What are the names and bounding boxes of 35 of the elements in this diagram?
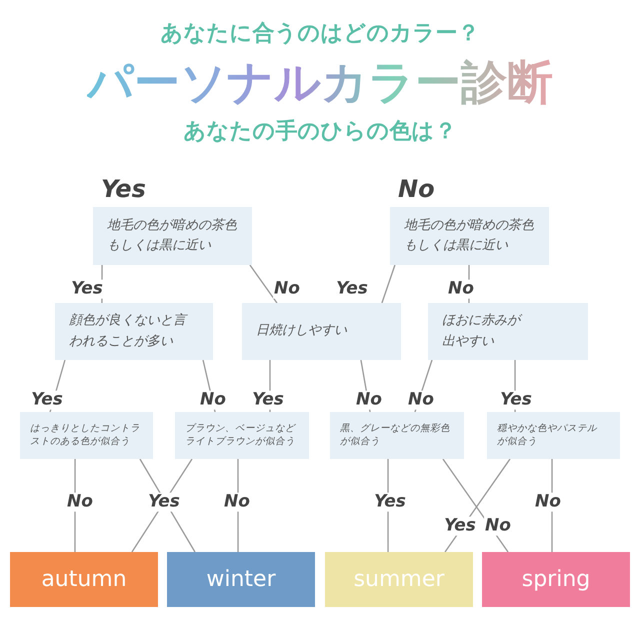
question-box: ブラウン、ベージュなどライトブラウンが似合う	[175, 412, 309, 459]
result-box: spring	[482, 552, 630, 607]
question-box: 地毛の色が暗めの茶色もしくは黒に近い	[93, 207, 252, 265]
question-box: ほおに赤みが出やすい	[428, 303, 588, 360]
result-box: summer	[325, 552, 473, 607]
edge-label: Yes	[147, 492, 181, 512]
answer-label: Yes	[101, 175, 146, 203]
question-box: 穏やかな色やパステルが似合う	[487, 412, 620, 459]
edge-label: Yes	[373, 492, 407, 512]
edge-label: No	[199, 390, 227, 410]
edge-label: Yes	[251, 390, 285, 410]
question-box: はっきりとしたコントラストのある色が似合う	[20, 412, 153, 459]
question-box: 顔色が良くないと言われることが多い	[55, 303, 213, 360]
edge-label: No	[534, 492, 562, 512]
edge-label: Yes	[30, 390, 64, 410]
answer-label: No	[398, 175, 435, 203]
subtitle: あなたに合うのはどのカラー？	[160, 20, 480, 48]
question-text: あなたの手のひらの色は？	[182, 118, 458, 146]
edge-label: Yes	[443, 516, 477, 536]
edge-label: No	[355, 390, 383, 410]
result-box: autumn	[10, 552, 158, 607]
edge-label: No	[273, 280, 301, 298]
edge-label: No	[223, 492, 251, 512]
edge-label: No	[66, 492, 94, 512]
question-box: 地毛の色が暗めの茶色もしくは黒に近い	[390, 207, 549, 265]
edge-label: Yes	[499, 390, 533, 410]
question-box: 日焼けしやすい	[242, 303, 401, 360]
edge-label: No	[447, 280, 475, 298]
connector-line	[249, 264, 278, 304]
edge-label: No	[407, 390, 435, 410]
question-box: 黒、グレーなどの無彩色が似合う	[330, 412, 464, 459]
result-box: winter	[167, 552, 315, 607]
edge-label: Yes	[70, 280, 104, 298]
edge-label: No	[484, 516, 512, 536]
connector-line	[381, 264, 396, 304]
